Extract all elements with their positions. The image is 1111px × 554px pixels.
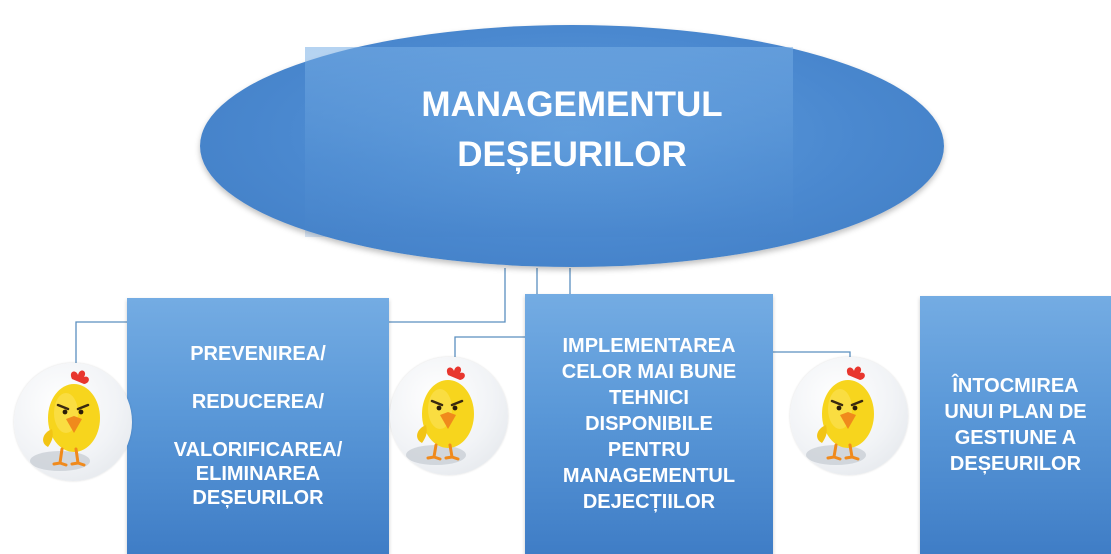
node-line: DEȘEURILOR — [192, 487, 324, 509]
node-waste-prevention: PREVENIREA/ REDUCEREA/ VALORIFICAREA/ EL… — [127, 298, 389, 554]
angry-chick-icon — [30, 370, 100, 471]
node-line: VALORIFICAREA/ — [173, 439, 343, 461]
node-waste-plan: ÎNTOCMIREA UNUI PLAN DE GESTIUNE A DEȘEU… — [920, 296, 1111, 554]
node-waste-plan-text: ÎNTOCMIREA UNUI PLAN DE GESTIUNE A DEȘEU… — [944, 375, 1087, 475]
angry-chick-icon — [406, 366, 474, 465]
node-best-techniques-text: IMPLEMENTAREA CELOR MAI BUNE TEHNICI DIS… — [561, 335, 737, 513]
node-line: PREVENIREA/ — [190, 343, 326, 365]
node-best-techniques: IMPLEMENTAREA CELOR MAI BUNE TEHNICI DIS… — [525, 294, 773, 554]
root-node-title: MANAGEMENTUL DEȘEURILOR — [421, 85, 723, 174]
connector-implementation-to-plan — [773, 351, 851, 357]
root-node-highlight — [305, 47, 793, 237]
root-node-ellipse — [200, 25, 944, 267]
node-line: ELIMINAREA — [195, 463, 321, 485]
node-waste-prevention-text: PREVENIREA/ REDUCEREA/ VALORIFICAREA/ EL… — [174, 342, 343, 510]
chick-avatar — [14, 363, 132, 481]
angry-chick-icon — [806, 366, 874, 465]
chick-avatar — [790, 357, 908, 475]
node-line: REDUCEREA/ — [191, 391, 325, 413]
chick-avatar — [390, 357, 508, 475]
